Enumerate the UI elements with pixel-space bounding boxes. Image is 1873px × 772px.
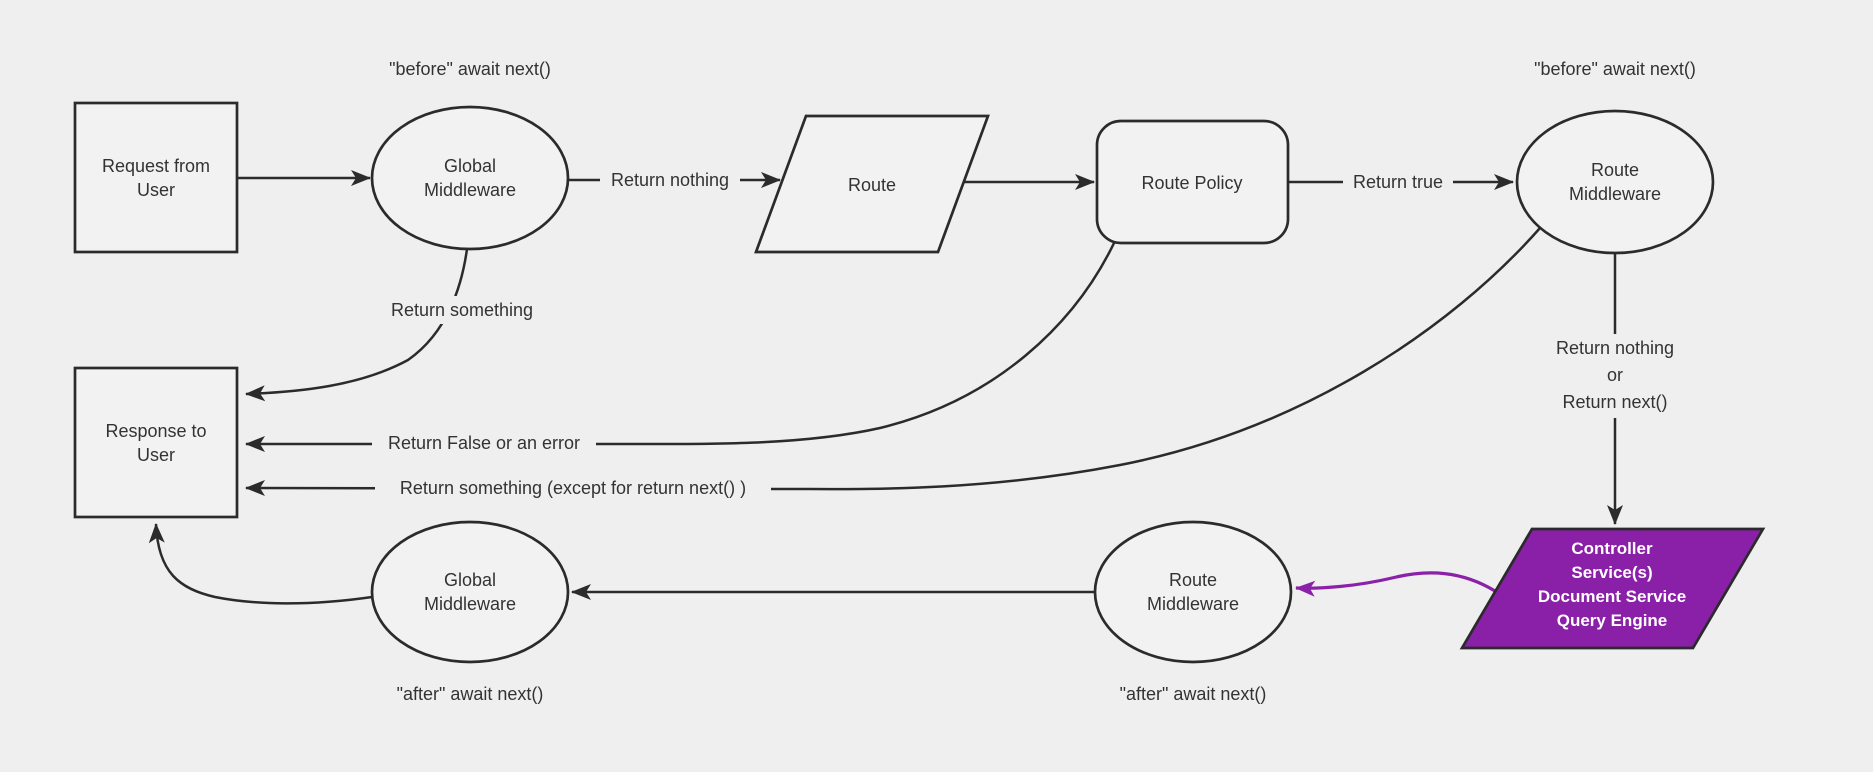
edge-label-bg [382, 296, 546, 324]
node-response-to-user [73, 366, 239, 519]
edge-label-return-nothing: Return nothing [611, 170, 729, 190]
node-global-middleware-top-label: Middleware [424, 180, 516, 200]
node-controller-label: Document Service [1538, 587, 1686, 606]
annotation-before-await-next-right: "before" await next() [1534, 59, 1696, 79]
edge-route-policy-to-response [245, 240, 1117, 452]
node-route-middleware-top-label: Route [1591, 160, 1639, 180]
node-controller-label: Query Engine [1557, 611, 1668, 630]
annotation-after-await-next-right: "after" await next() [1120, 684, 1267, 704]
node-request-from-user [73, 101, 239, 254]
edge-label-return-something-except: Return something (except for return next… [400, 478, 746, 498]
annotation-before-await-next-left: "before" await next() [389, 59, 551, 79]
node-controller-label: Service(s) [1571, 563, 1652, 582]
edge-label-bg [1540, 334, 1690, 418]
node-global-middleware-top [370, 105, 570, 251]
node-response-label: User [137, 445, 175, 465]
node-route-middleware-bottom-label: Route [1169, 570, 1217, 590]
edge-label-bg [372, 429, 596, 457]
node-controller-label: Controller [1571, 539, 1653, 558]
edge-label-return-nothing-or: or [1607, 365, 1623, 385]
edge-global-middleware-to-response [245, 248, 469, 402]
node-route-middleware-top-label: Middleware [1569, 184, 1661, 204]
node-global-middleware-bottom-label: Middleware [424, 594, 516, 614]
edge-label-return-nothing-or: Return nothing [1556, 338, 1674, 358]
edge-label-bg [600, 166, 740, 194]
edge-label-return-nothing-or: Return next() [1562, 392, 1667, 412]
node-controller-services [1459, 527, 1766, 650]
node-request-label: User [137, 180, 175, 200]
annotation-after-await-next-left: "after" await next() [397, 684, 544, 704]
node-route-label: Route [848, 175, 896, 195]
edge-label-bg [375, 474, 771, 502]
node-global-middleware-bottom-label: Global [444, 570, 496, 590]
edge-route-middleware-to-response [245, 227, 1541, 497]
node-route-middleware-bottom [1093, 520, 1293, 664]
edge-label-return-something: Return something [391, 300, 533, 320]
edge-label-return-true: Return true [1353, 172, 1443, 192]
node-route-policy-label: Route Policy [1141, 173, 1242, 193]
edge-global-middleware-bottom-to-response [148, 523, 373, 605]
node-global-middleware-bottom [370, 520, 570, 664]
node-global-middleware-top-label: Global [444, 156, 496, 176]
edge-label-return-false-or-error: Return False or an error [388, 433, 580, 453]
node-request-label: Request from [102, 156, 210, 176]
node-route-policy [1095, 119, 1290, 245]
node-response-label: Response to [105, 421, 206, 441]
edge-controller-to-route-middleware-bottom [1295, 571, 1496, 597]
node-route-middleware-bottom-label: Middleware [1147, 594, 1239, 614]
node-route-middleware-top [1515, 109, 1715, 255]
node-route [754, 114, 990, 254]
edge-label-bg [1343, 168, 1453, 196]
